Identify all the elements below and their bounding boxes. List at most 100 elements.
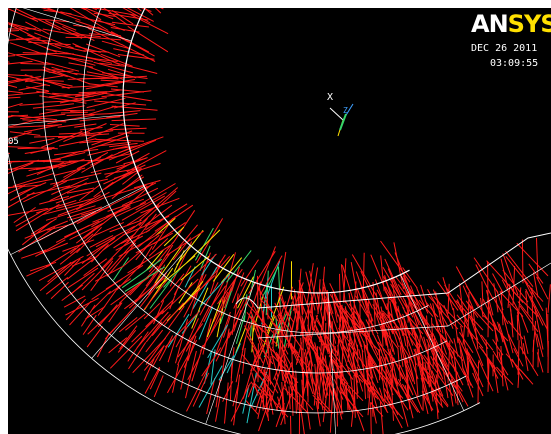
vector-arrow: [296, 391, 314, 411]
vector-arrow: [23, 124, 59, 133]
vector-arrow: [350, 320, 364, 353]
vector-arrow: [75, 20, 119, 36]
vector-arrow: [86, 326, 104, 348]
vector-arrow: [333, 379, 344, 400]
vector-arrow: [109, 335, 143, 369]
vector-arrow: [291, 375, 294, 416]
vector-arrow: [95, 225, 136, 248]
vector-arrow: [87, 302, 122, 335]
vector-arrow: [143, 358, 155, 381]
mesh-radial-line: [400, 274, 465, 411]
vector-arrow: [164, 310, 200, 348]
vector-arrow: [348, 342, 369, 371]
vector-arrow: [529, 295, 549, 332]
vector-arrow: [397, 284, 424, 319]
vector-arrow: [151, 345, 165, 368]
vector-arrow: [300, 408, 305, 434]
vector-arrow: [108, 302, 123, 323]
vector-arrow: [522, 343, 529, 372]
vector-arrow: [290, 415, 292, 434]
vector-arrow: [26, 165, 62, 177]
vector-arrow: [327, 380, 339, 415]
vector-arrow: [192, 266, 218, 310]
vector-arrow: [169, 241, 193, 287]
vector-arrow: [88, 66, 124, 80]
vector-arrow: [485, 289, 494, 316]
vector-arrow: [158, 335, 174, 362]
mesh-radial-line: [205, 282, 255, 425]
vector-arrow: [313, 327, 324, 347]
vector-arrow: [108, 12, 149, 21]
vector-arrow: [93, 61, 134, 74]
vector-arrow: [424, 300, 439, 318]
vector-arrow: [347, 343, 364, 392]
vector-arrow: [82, 8, 102, 21]
vector-arrow: [459, 283, 464, 315]
vector-arrow: [331, 291, 338, 323]
vector-arrow: [233, 299, 245, 322]
mesh-radial-line: [91, 244, 191, 359]
vector-arrow: [9, 187, 34, 201]
vector-arrow: [123, 277, 166, 310]
vector-arrow: [256, 246, 276, 295]
vector-arrow: [107, 198, 145, 212]
vector-arrow: [122, 8, 151, 24]
vector-arrow: [111, 21, 149, 28]
vector-arrow: [79, 116, 121, 122]
vector-arrow: [28, 160, 77, 172]
mesh-radial-line: [22, 8, 132, 42]
vector-arrow: [453, 366, 464, 386]
vector-arrow: [380, 240, 411, 283]
vector-arrow: [456, 294, 469, 311]
vector-arrow: [306, 263, 314, 305]
vector-arrow: [363, 378, 394, 410]
vector-arrow: [521, 239, 524, 284]
vector-arrow: [337, 336, 351, 376]
vector-arrow: [122, 215, 170, 236]
vector-arrow: [416, 323, 429, 355]
vector-arrow: [416, 287, 429, 314]
vector-arrow: [387, 326, 395, 355]
vector-arrow: [45, 61, 80, 72]
vector-arrow: [370, 254, 390, 300]
vector-arrow: [177, 224, 198, 249]
vector-arrow: [288, 386, 291, 410]
vector-arrow: [60, 11, 98, 22]
vector-arrow: [414, 353, 419, 397]
mesh-radial-line: [327, 292, 336, 434]
vector-arrow: [367, 358, 374, 379]
vector-arrow: [68, 62, 94, 68]
vector-arrow: [87, 153, 131, 163]
vector-arrow: [9, 131, 41, 136]
vector-arrow: [167, 335, 177, 363]
vector-arrow: [430, 356, 442, 377]
vector-arrow: [76, 226, 102, 254]
vector-arrow: [297, 292, 309, 320]
graphics-window[interactable]: ANSYS DEC 26 2011 03:09:55 X Z 05: [8, 8, 551, 434]
vector-arrow: [280, 378, 298, 426]
vector-arrow: [67, 57, 96, 66]
vector-arrow: [118, 136, 164, 154]
vector-arrow: [131, 310, 165, 343]
vector-arrow: [525, 291, 529, 314]
vector-arrow: [146, 249, 164, 271]
vector-arrow: [380, 255, 385, 292]
vector-arrow: [459, 345, 464, 370]
vector-arrow: [90, 164, 126, 174]
vector-arrow: [452, 308, 459, 344]
vector-arrow: [199, 282, 219, 316]
vector-arrow: [88, 105, 117, 115]
vector-arrow: [288, 342, 309, 368]
vector-arrow: [194, 227, 214, 261]
vector-arrow: [282, 286, 294, 320]
vector-arrow: [143, 279, 168, 311]
vector-arrow: [352, 352, 371, 394]
vector-arrow: [399, 274, 424, 311]
vector-arrow: [217, 268, 243, 305]
vector-arrow: [149, 279, 173, 309]
vector-arrow: [268, 391, 274, 415]
vector-arrow: [517, 301, 534, 321]
vector-arrow: [101, 184, 147, 200]
vector-arrow: [8, 60, 33, 65]
vector-arrow: [342, 330, 354, 370]
